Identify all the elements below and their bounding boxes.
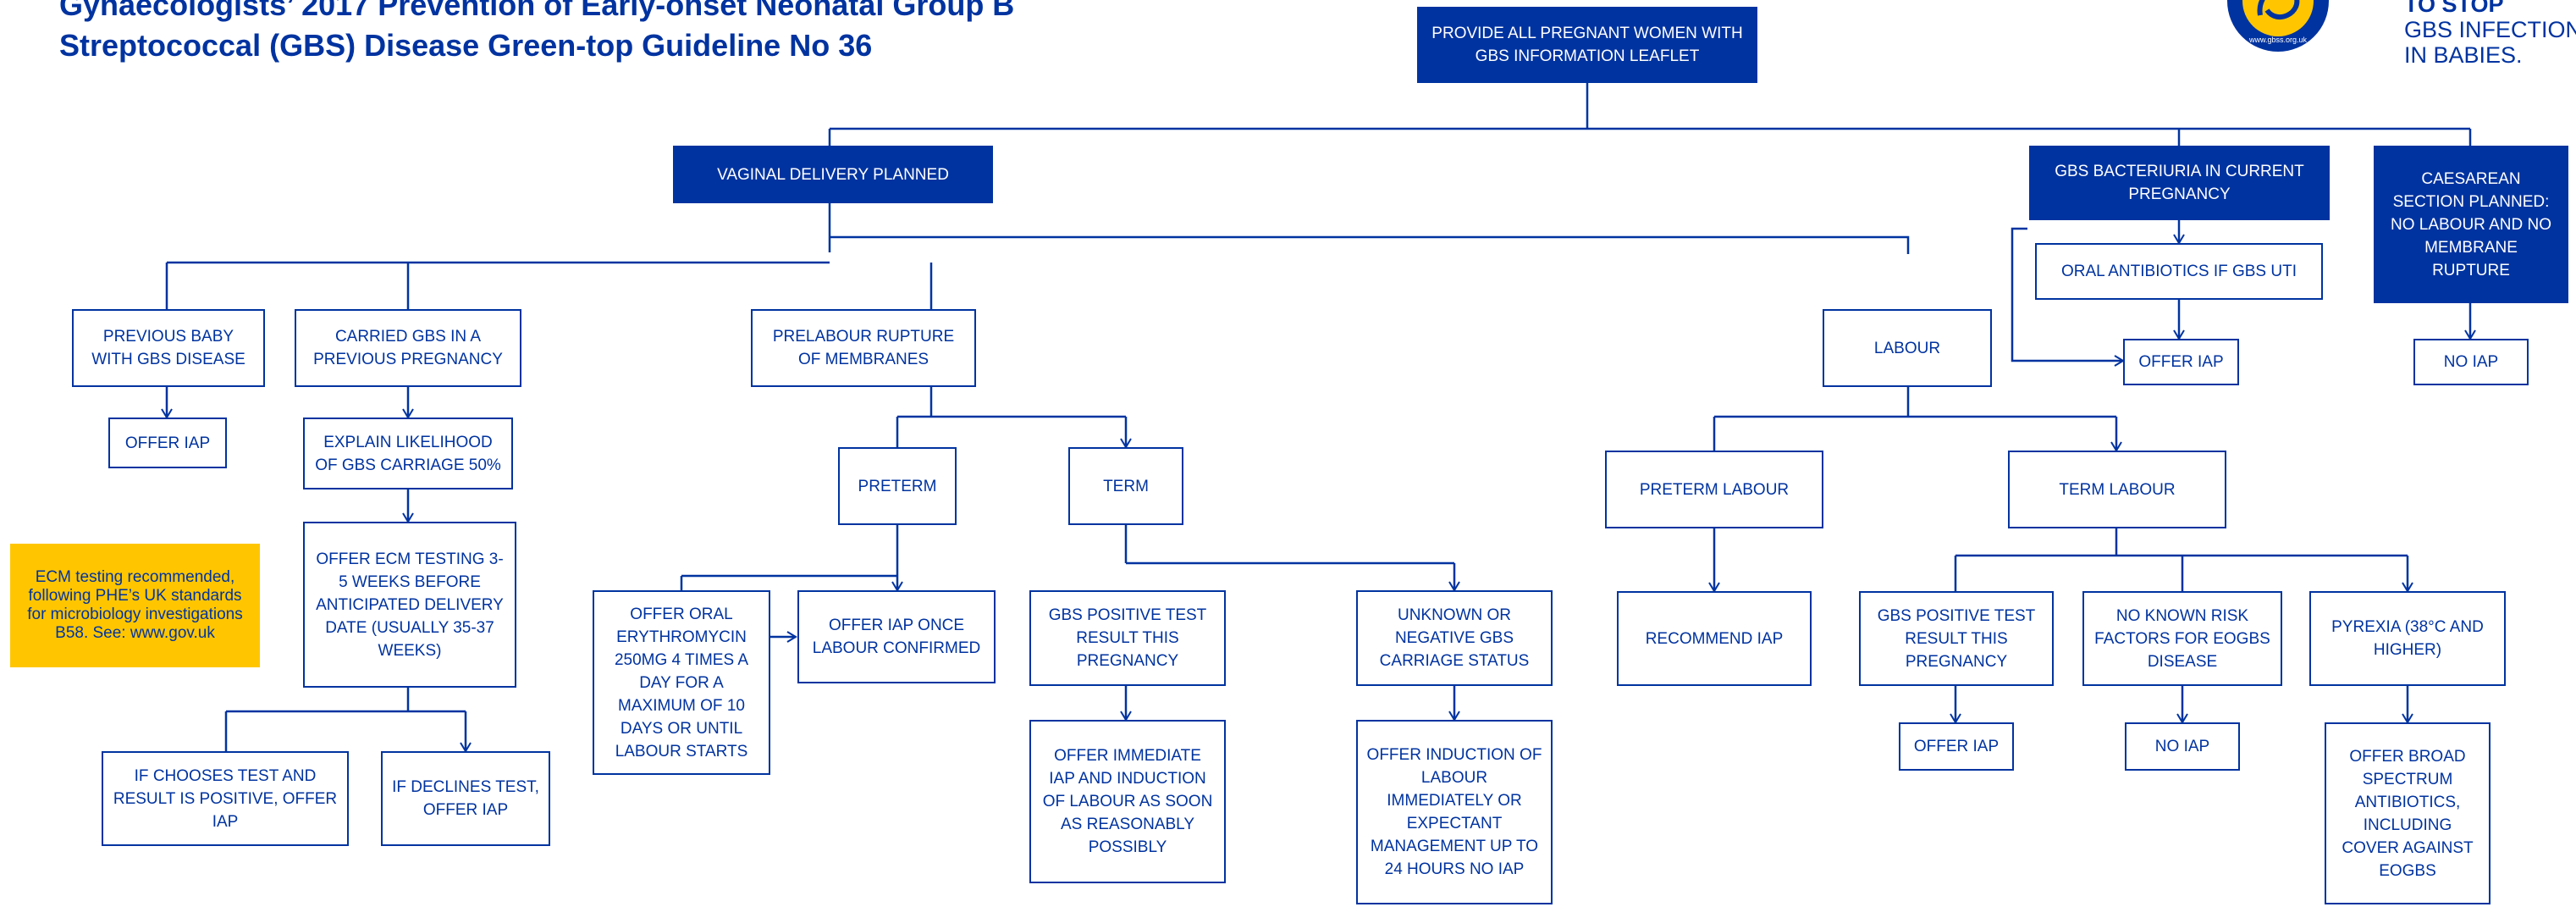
broad-spectrum-box: OFFER BROAD SPECTRUM ANTIBIOTICS, INCLUD… bbox=[2325, 722, 2491, 904]
labour-box: LABOUR bbox=[1823, 309, 1992, 387]
ecm-note: ECM testing recommended, following PHE’s… bbox=[10, 544, 260, 667]
no-iap-risk-box: NO IAP bbox=[2125, 722, 2240, 771]
offer-iap-labour-box: OFFER IAP bbox=[1899, 722, 2014, 771]
previous-baby-box: PREVIOUS BABY WITH GBS DISEASE bbox=[72, 309, 265, 387]
offer-iap-bacteriuria-box: OFFER IAP bbox=[2123, 339, 2239, 385]
logo-url: www.gbss.org.uk bbox=[2248, 36, 2308, 44]
oral-antibiotics-box: ORAL ANTIBIOTICS IF GBS UTI bbox=[2035, 243, 2323, 300]
caesarean-box: CAESAREAN SECTION PLANNED: NO LABOUR AND… bbox=[2374, 146, 2568, 303]
term-box: TERM bbox=[1068, 447, 1183, 525]
title-line-1: Gynaecologists’ 2017 Prevention of Early… bbox=[59, 0, 1015, 22]
logo-tagline-2: GBS INFECTION bbox=[2404, 17, 2576, 42]
erythromycin-box: OFFER ORAL ERYTHROMYCIN 250MG 4 TIMES A … bbox=[593, 590, 770, 775]
title-line-2: Streptococcal (GBS) Disease Green-top Gu… bbox=[59, 28, 873, 63]
logo-tagline: TO STOP GBS INFECTION IN BABIES. bbox=[2404, 0, 2576, 68]
preterm-box: PRETERM bbox=[838, 447, 957, 525]
preterm-labour-box: PRETERM LABOUR bbox=[1605, 451, 1823, 528]
offer-iap-previous-box: OFFER IAP bbox=[108, 418, 227, 468]
chooses-test-box: IF CHOOSES TEST AND RESULT IS POSITIVE, … bbox=[102, 751, 349, 846]
root-box: PROVIDE ALL PREGNANT WOMEN WITH GBS INFO… bbox=[1417, 7, 1757, 83]
iap-once-labour-box: OFFER IAP ONCE LABOUR CONFIRMED bbox=[797, 590, 996, 683]
no-risk-factors-box: NO KNOWN RISK FACTORS FOR EOGBS DISEASE bbox=[2082, 591, 2282, 686]
carried-gbs-box: CARRIED GBS IN A PREVIOUS PREGNANCY bbox=[295, 309, 521, 387]
unknown-status-box: UNKNOWN OR NEGATIVE GBS CARRIAGE STATUS bbox=[1356, 590, 1553, 686]
page-title: Gynaecologists’ 2017 Prevention of Early… bbox=[59, 0, 1014, 66]
offer-ecm-box: OFFER ECM TESTING 3-5 WEEKS BEFORE ANTIC… bbox=[303, 522, 516, 688]
recommend-iap-box: RECOMMEND IAP bbox=[1617, 591, 1812, 686]
logo-tagline-1: TO STOP bbox=[2404, 0, 2504, 17]
pyrexia-box: PYREXIA (38°C AND HIGHER) bbox=[2309, 591, 2506, 686]
gbs-positive-labour-box: GBS POSITIVE TEST RESULT THIS PREGNANCY bbox=[1859, 591, 2054, 686]
gbs-bacteriuria-box: GBS BACTERIURIA IN CURRENT PREGNANCY bbox=[2029, 146, 2330, 220]
gbss-logo-icon: www.gbss.org.uk bbox=[2227, 0, 2329, 52]
induction-box: OFFER INDUCTION OF LABOUR IMMEDIATELY OR… bbox=[1356, 720, 1553, 904]
vaginal-delivery-box: VAGINAL DELIVERY PLANNED bbox=[673, 146, 993, 203]
prom-box: PRELABOUR RUPTURE OF MEMBRANES bbox=[751, 309, 976, 387]
declines-test-box: IF DECLINES TEST, OFFER IAP bbox=[381, 751, 550, 846]
gbs-positive-term-box: GBS POSITIVE TEST RESULT THIS PREGNANCY bbox=[1029, 590, 1226, 686]
explain-likelihood-box: EXPLAIN LIKELIHOOD OF GBS CARRIAGE 50% bbox=[303, 418, 513, 489]
no-iap-caesarean-box: NO IAP bbox=[2413, 339, 2529, 385]
immediate-iap-box: OFFER IMMEDIATE IAP AND INDUCTION OF LAB… bbox=[1029, 720, 1226, 883]
logo-tagline-3: IN BABIES. bbox=[2404, 42, 2523, 68]
term-labour-box: TERM LABOUR bbox=[2008, 451, 2226, 528]
